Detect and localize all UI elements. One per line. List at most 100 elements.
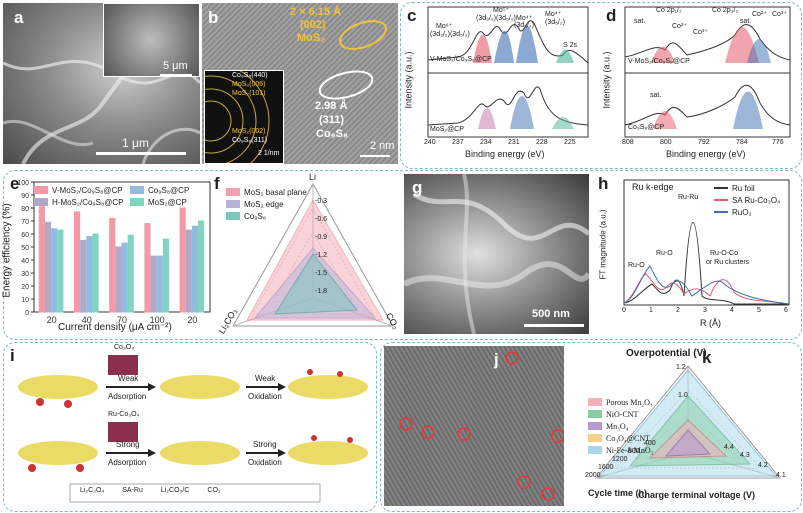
panel-i-top-catalyst: Co₃O₄ bbox=[114, 344, 135, 351]
panel-d-peak-6: Co²⁺ bbox=[752, 11, 767, 18]
legend-label-ruo2: RuO₂ bbox=[732, 207, 752, 217]
panel-a-label: a bbox=[14, 8, 24, 27]
panel-b-scale: 2 nm bbox=[370, 140, 395, 152]
panel-b-label: b bbox=[208, 8, 219, 27]
panel-k-tick-left-1: 2000 bbox=[585, 472, 601, 479]
legend-swatch-ru-foil bbox=[714, 187, 728, 189]
legend-co3o4-cnt: Co₃O₄@CNT bbox=[588, 432, 653, 444]
legend-label-ru-foil: Ru foil bbox=[732, 183, 755, 193]
saed-rings bbox=[205, 71, 270, 163]
bar-xtick-label: 70 bbox=[117, 315, 127, 325]
panel-i-top-step2: Weak bbox=[255, 374, 276, 383]
legend-sa-ru-i: SA-Ru bbox=[122, 487, 143, 494]
panel-f-axis-top: Li bbox=[309, 172, 317, 182]
legend-h-mos2: H-MoS₂/Co₉S₈@CP bbox=[34, 196, 130, 208]
bar-1-2 bbox=[115, 246, 122, 313]
bar-2-0 bbox=[51, 228, 58, 313]
legend-swatch-sa-ru bbox=[714, 199, 728, 201]
bar-1-0 bbox=[44, 221, 52, 313]
legend-label-co9s8-f: Co₉S₈ bbox=[244, 211, 267, 221]
legend-ru-foil: Ru foil bbox=[714, 182, 780, 194]
panel-c-peak-1: Mo⁶⁺ bbox=[436, 23, 453, 30]
panel-h-label: h bbox=[598, 174, 609, 193]
legend-swatch-co3o4-cnt bbox=[588, 434, 602, 442]
bar-1-3 bbox=[150, 255, 157, 313]
panel-h-xtick-1: 0 bbox=[622, 307, 626, 314]
panel-i-bottom-step1: Strong bbox=[116, 440, 140, 449]
panel-f-tick-4: -1.2 bbox=[315, 252, 328, 259]
panel-h-ylabel: FT magnitude (a.u.) bbox=[598, 209, 608, 280]
panel-k-tick-left-3: 1200 bbox=[612, 456, 628, 463]
panel-c-bottom-sample: MoS₂@CP bbox=[430, 126, 464, 133]
panel-h-title: Ru k-edge bbox=[632, 182, 674, 192]
panel-b-plane-top: (002) bbox=[300, 19, 326, 31]
legend-label-mn2o3: Porous Mn₂O₃ bbox=[606, 397, 653, 407]
legend-swatch-mn3o4 bbox=[588, 422, 602, 430]
saed-ring-1: Co₉S₈(440) bbox=[232, 72, 268, 79]
panel-c-xtick-2: 237 bbox=[452, 139, 464, 146]
bar-ytick-label: 20 bbox=[21, 284, 29, 291]
panel-i-legend: Li₂C₂O₄ SA-Ru Li₂CO₃/C CO₂ bbox=[80, 487, 221, 494]
panel-h-xtick-5: 4 bbox=[730, 307, 734, 314]
panel-d-xps-chart bbox=[624, 6, 791, 138]
legend-v-mos2: V-MoS₂/Co₉S₈@CP bbox=[34, 184, 130, 196]
panel-i-schematic bbox=[18, 355, 368, 503]
panel-d-peak-8: sat. bbox=[740, 18, 752, 25]
panel-e-label: e bbox=[10, 174, 20, 193]
panel-b-scalebar bbox=[360, 155, 390, 157]
bar-2-4 bbox=[191, 225, 199, 313]
panel-a-inset-scalebar bbox=[160, 74, 192, 76]
panel-f-tick-5: -1.5 bbox=[315, 270, 328, 277]
panel-d-peak-2: Co 2p₁/₂ bbox=[656, 7, 682, 14]
panel-d-peak-4: Co²⁺ bbox=[672, 23, 687, 30]
bar-0-2 bbox=[109, 217, 116, 313]
panel-c-xps-chart bbox=[427, 6, 589, 138]
bar-2-3 bbox=[156, 255, 163, 313]
panel-f-label: f bbox=[214, 174, 220, 193]
panel-k-tick-left-5: 400 bbox=[644, 440, 656, 447]
frame-row1 bbox=[400, 2, 802, 169]
panel-e-ylabel: Energy efficiency (%) bbox=[1, 203, 13, 298]
panel-a-scale: 1 μm bbox=[122, 136, 149, 150]
legend-label-co9s8: Co₉S₈@CP bbox=[148, 185, 190, 195]
panel-i-bottom-step2: Strong bbox=[253, 440, 277, 449]
legend-basal: MoS₂ basal plane bbox=[226, 186, 307, 198]
legend-swatch-mos2 bbox=[130, 198, 144, 206]
panel-c-xtick-3: 234 bbox=[480, 139, 492, 146]
panel-h-xtick-3: 2 bbox=[676, 307, 680, 314]
panel-g-label: g bbox=[412, 178, 423, 197]
panel-c-peak-7: Mo⁴⁺ bbox=[545, 11, 562, 18]
legend-label-mn3o4: Mn₃O₄ bbox=[606, 421, 629, 431]
panel-c-peak-3: Mo⁵⁺ bbox=[493, 7, 510, 14]
legend-mn3o4: Mn₃O₄ bbox=[588, 420, 653, 432]
panel-h-annot-2: Ru-O bbox=[628, 262, 645, 269]
panel-h-annot-3: Ru-O bbox=[656, 250, 673, 257]
legend-edge: MoS₂ edge bbox=[226, 198, 307, 210]
panel-a-scalebar bbox=[96, 152, 186, 155]
panel-d-xtick-4: 784 bbox=[736, 139, 748, 146]
panel-d-top-sample: V-MoS₂/Co₉S₈@CP bbox=[628, 58, 690, 65]
saed-ring-2: MoS₂(006) bbox=[232, 81, 266, 88]
panel-h-xtick-2: 1 bbox=[649, 307, 653, 314]
panel-k-tick-top-1: 1.2 bbox=[676, 364, 686, 371]
legend-label-edge: MoS₂ edge bbox=[244, 199, 284, 209]
bar-xtick-label: 100 bbox=[150, 315, 165, 325]
panel-k-legend: Porous Mn₂O₃ NiO-CNT Mn₃O₄ Co₃O₄@CNT Ni-… bbox=[588, 396, 653, 456]
bar-3-2 bbox=[127, 234, 134, 313]
panel-k-tick-right-4: 4.4 bbox=[724, 444, 734, 451]
legend-mos2: MoS₂@CP bbox=[130, 196, 200, 208]
panel-h-annot-1: Ru-Ru bbox=[678, 194, 699, 201]
panel-c-xtick-4: 231 bbox=[508, 139, 520, 146]
panel-c-peak-8: (3d₅/₂) bbox=[545, 19, 565, 26]
saed-scale: 2 1/nm bbox=[258, 150, 280, 157]
panel-h-xtick-4: 3 bbox=[703, 307, 707, 314]
bar-ytick-label: 90 bbox=[21, 193, 29, 200]
panel-k-tick-right-2: 4.2 bbox=[758, 462, 768, 469]
panel-c-peak-9: S 2s bbox=[563, 42, 578, 49]
panel-k-axis-left: Cycle time (h) bbox=[588, 488, 648, 498]
legend-label-h-mos2: H-MoS₂/Co₉S₈@CP bbox=[52, 197, 124, 207]
panel-c-peak-5: Mo⁴⁺ bbox=[516, 15, 533, 22]
bar-0-0 bbox=[38, 206, 45, 313]
panel-a-inset-scale: 5 μm bbox=[163, 60, 188, 72]
panel-i-bottom-catalyst: Ru-Co₃O₄ bbox=[108, 411, 140, 418]
